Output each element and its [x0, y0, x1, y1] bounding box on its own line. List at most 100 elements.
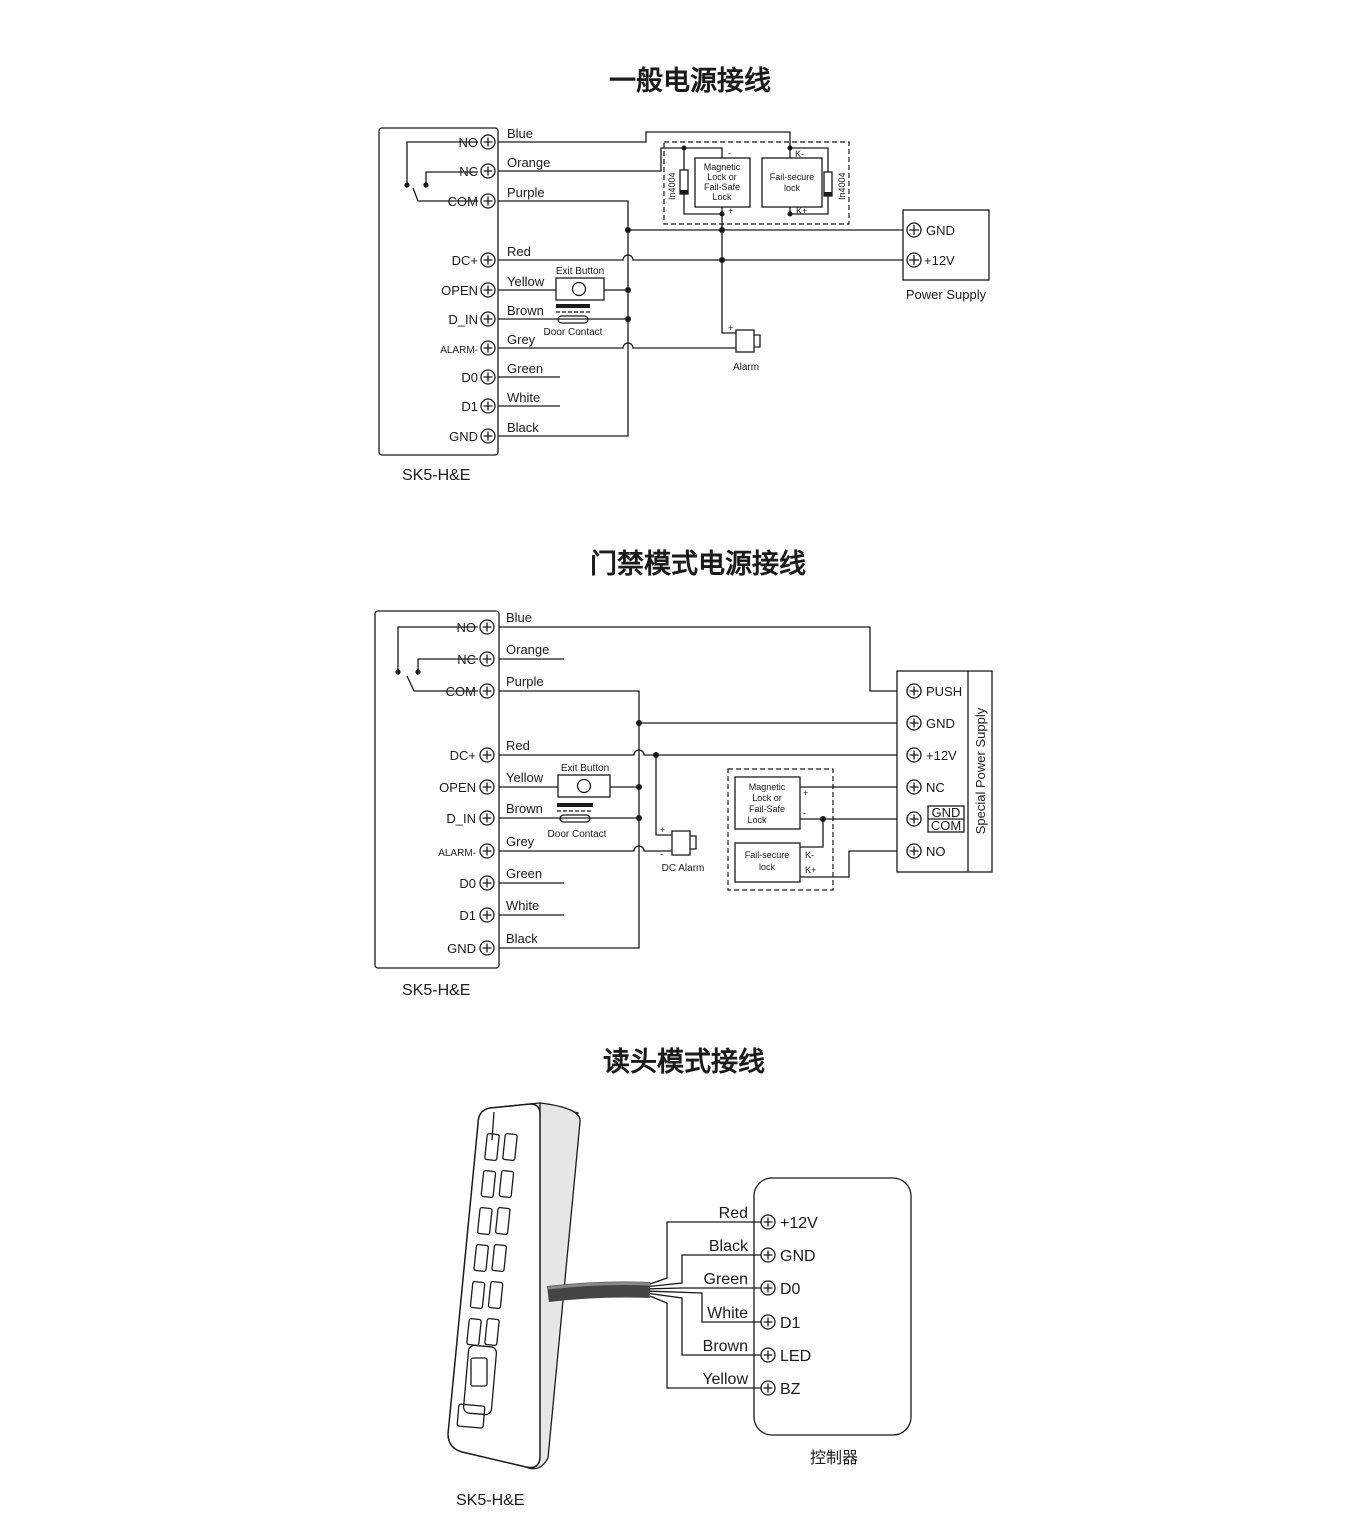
terminal-label: GND: [447, 941, 476, 956]
controller-terminal-label: LED: [780, 1348, 811, 1365]
special-psu-label: Special Power Supply: [973, 707, 988, 834]
door-contact-label: Door Contact: [544, 327, 603, 338]
psu-12v-terminal: +12V: [906, 252, 955, 268]
psu-label: Power Supply: [906, 287, 987, 302]
terminal-d0-icon: [479, 875, 495, 891]
device-name-3: SK5-H&E: [456, 1492, 524, 1509]
controller-terminal-label: D1: [780, 1315, 801, 1332]
wire-label: Green: [506, 866, 542, 881]
fs-lock-line1: Fail-secure: [745, 850, 790, 860]
terminal-alarm-icon: [480, 340, 496, 356]
lock-group: [727, 768, 834, 891]
reader-wire-label: Green: [704, 1271, 748, 1288]
controller-box: [753, 1177, 912, 1436]
mag-lock-line4: Lock: [747, 815, 767, 825]
terminal-label: D1: [461, 399, 478, 414]
psu-terminal-icon: [906, 715, 922, 731]
terminal-com-icon: [479, 683, 495, 699]
wire-label: Blue: [507, 126, 533, 141]
wire-label: Orange: [506, 642, 549, 657]
terminal-d1-icon: [480, 398, 496, 414]
psu-gnd-terminal: GND: [906, 222, 955, 238]
controller-terminal-icon: [760, 1380, 776, 1396]
wire-label: Grey: [506, 834, 535, 849]
reader-wire-label: White: [707, 1305, 748, 1322]
fs-lock-line1: Fail-secure: [770, 172, 815, 182]
terminal-nc-icon: [480, 163, 496, 179]
psu-terminal-icon: [906, 843, 922, 859]
wire-label: White: [507, 390, 540, 405]
wire-label: Brown: [506, 801, 543, 816]
terminal-din-icon: [480, 311, 496, 327]
wire-label: Purple: [506, 674, 544, 689]
terminal-label: OPEN: [441, 283, 478, 298]
terminal-label: OPEN: [439, 780, 476, 795]
wire-label: Yellow: [506, 770, 544, 785]
alarm-label: Alarm: [733, 362, 759, 373]
wire-labels: BlueOrangePurpleRedYellowBrownGreyGreenW…: [506, 610, 549, 946]
mag-lock-line2: Lock or: [752, 793, 782, 803]
title-reader-wiring: 读头模式接线: [603, 1047, 765, 1078]
wire-label: Yellow: [507, 274, 545, 289]
device-name-1: SK5-H&E: [402, 467, 470, 484]
fs-lock-line2: lock: [784, 183, 801, 193]
alarm-plus: +: [728, 323, 733, 333]
mag-plus: +: [803, 788, 808, 798]
psu-terminal-label: PUSH: [926, 684, 962, 699]
terminal-label: D_IN: [446, 811, 476, 826]
terminal-label: DC+: [450, 748, 476, 763]
fs-kplus: K+: [805, 865, 816, 875]
controller-terminal-label: +12V: [780, 1215, 818, 1232]
controller-terminal-icon: [760, 1347, 776, 1363]
fs-lock-line2: lock: [759, 862, 776, 872]
reader-wire-label: Red: [719, 1205, 748, 1222]
wire-label: Green: [507, 361, 543, 376]
psu-terminal-icon: [906, 811, 922, 827]
alarm-plus: +: [660, 825, 665, 835]
terminal-din-icon: [479, 810, 495, 826]
controller-terminal-icon: [760, 1314, 776, 1330]
keypad-device-illustration: [447, 1102, 651, 1470]
terminal-label: ALARM-: [438, 848, 476, 859]
mag-lock-line3: Fail-Safe: [749, 804, 785, 814]
terminal-gnd-icon: [479, 940, 495, 956]
wire-label: Brown: [507, 303, 544, 318]
device-name-2: SK5-H&E: [402, 982, 470, 999]
terminal-gnd-icon: [480, 428, 496, 444]
psu-terminal-icon: [906, 779, 922, 795]
psu-terminal-label: +12V: [926, 748, 957, 763]
title-general-wiring: 一般电源接线: [609, 65, 771, 97]
terminal-label: D_IN: [448, 312, 478, 327]
diode-label-right: In4004: [837, 172, 847, 200]
terminal-dc-icon: [480, 252, 496, 268]
wire-label: Blue: [506, 610, 532, 625]
door-contact-label: Door Contact: [548, 829, 607, 840]
terminal-label: DC+: [452, 253, 478, 268]
wire-label: Black: [507, 420, 539, 435]
psu-12v-label: +12V: [924, 253, 955, 268]
wire-label: Purple: [507, 185, 545, 200]
reader-wire-label: Black: [709, 1238, 749, 1255]
psu-gnd2-label: GND: [932, 805, 961, 820]
mag-plus: +: [728, 206, 733, 216]
exit-button-label: Exit Button: [556, 266, 604, 277]
terminal-dc-icon: [479, 747, 495, 763]
wire-label: White: [506, 898, 539, 913]
reader-wire-label: Brown: [703, 1338, 748, 1355]
controller-terminal-icon: [760, 1280, 776, 1296]
psu-terminal-label: NO: [926, 844, 946, 859]
wire-label: Orange: [507, 155, 550, 170]
power-supply-box: [902, 209, 990, 281]
diode-label-left: In4004: [667, 172, 677, 200]
psu-terminal-label: GND: [926, 716, 955, 731]
mag-minus: -: [728, 148, 731, 158]
reader-wire-label: Yellow: [702, 1371, 748, 1388]
wire-label: Black: [506, 931, 538, 946]
controller-terminal-icon: [760, 1214, 776, 1230]
controller-label: 控制器: [810, 1449, 858, 1467]
psu-terminal-icon: [906, 683, 922, 699]
